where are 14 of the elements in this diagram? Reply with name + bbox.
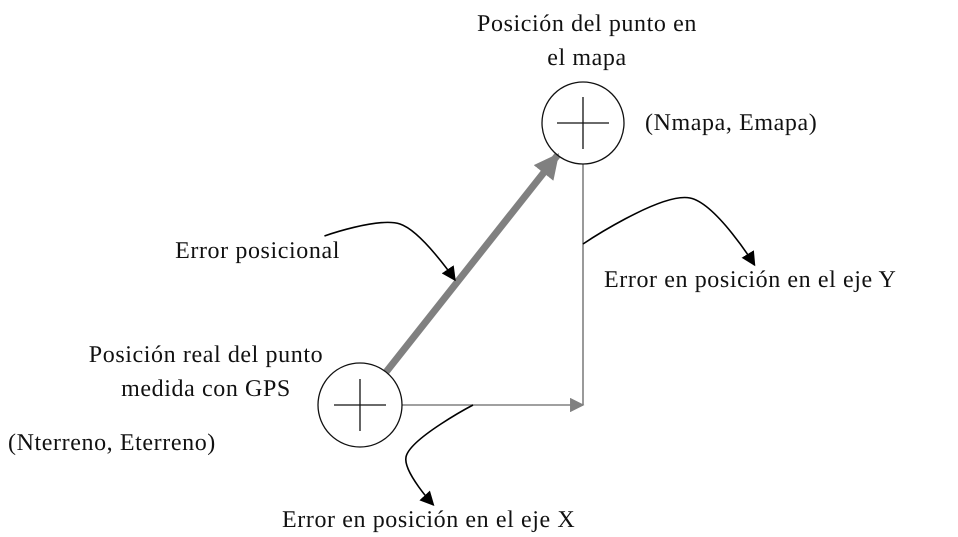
projection-arrow	[402, 398, 584, 412]
leader-arrow	[582, 196, 756, 266]
callout-label: Error en posición en el eje X	[282, 505, 602, 535]
crosshair-circle	[540, 80, 626, 166]
error-vector-arrow	[383, 153, 560, 374]
callout-label: Error posicional	[120, 236, 340, 266]
coordinate-label: (Nmapa, Emapa)	[645, 109, 818, 138]
callout-label: Error en posición en el eje Y	[604, 265, 934, 295]
point-label: Posición del punto en el mapa	[476, 10, 698, 73]
coordinate-label: (Nterreno, Eterreno)	[8, 429, 217, 458]
leader-arrow	[405, 404, 474, 506]
leader-arrow	[324, 222, 456, 282]
point-label: Posición real del punto medida con GPS	[88, 341, 324, 404]
projection-line	[582, 164, 584, 405]
